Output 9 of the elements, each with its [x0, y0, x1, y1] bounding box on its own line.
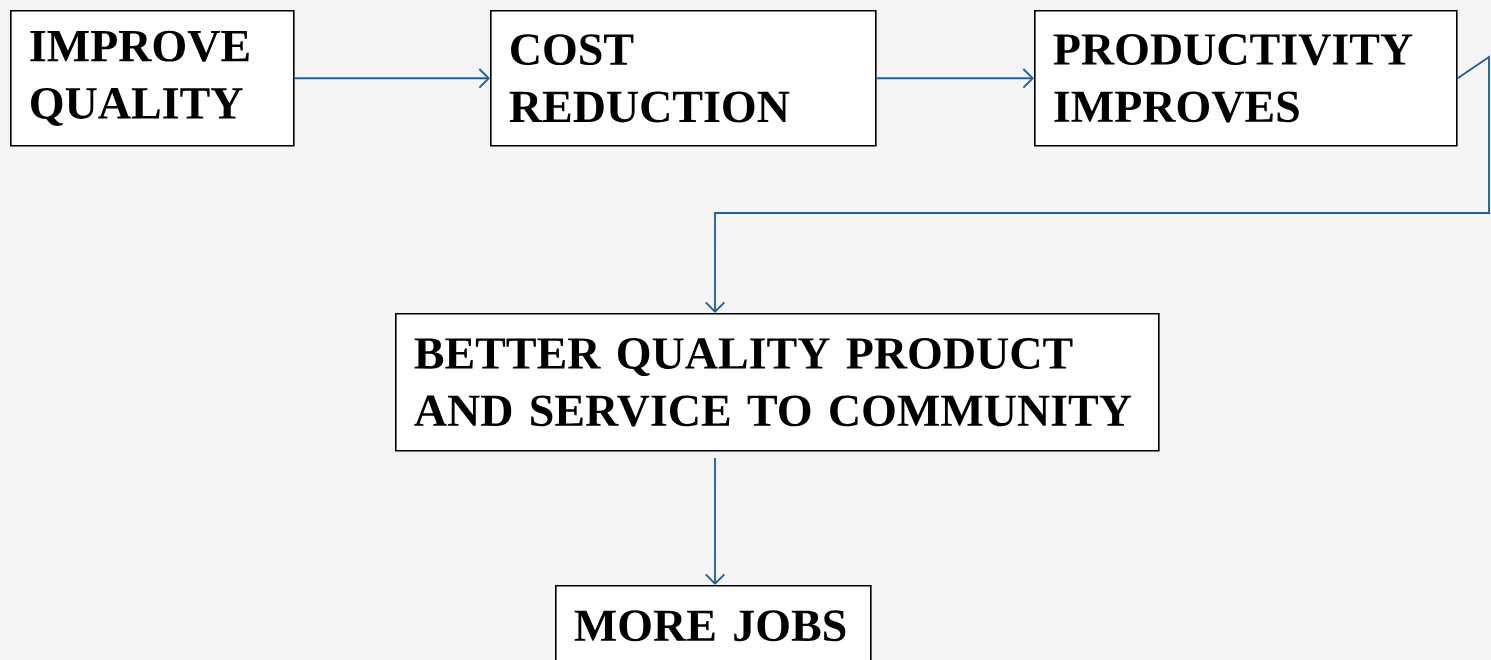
- process-box: MORE JOBS: [555, 585, 872, 660]
- arrow: [875, 68, 1034, 89]
- process-box: PRODUCTIVITY IMPROVES: [1034, 10, 1458, 147]
- process-box: IMPROVE QUALITY: [10, 10, 295, 147]
- arrow: [293, 68, 490, 89]
- arrow: [704, 55, 1490, 313]
- process-box: BETTER QUALITY PRODUCT AND SERVICE TO COMMUNITY: [395, 313, 1160, 452]
- arrow: [704, 457, 726, 585]
- process-box: COST REDUCTION: [490, 10, 877, 147]
